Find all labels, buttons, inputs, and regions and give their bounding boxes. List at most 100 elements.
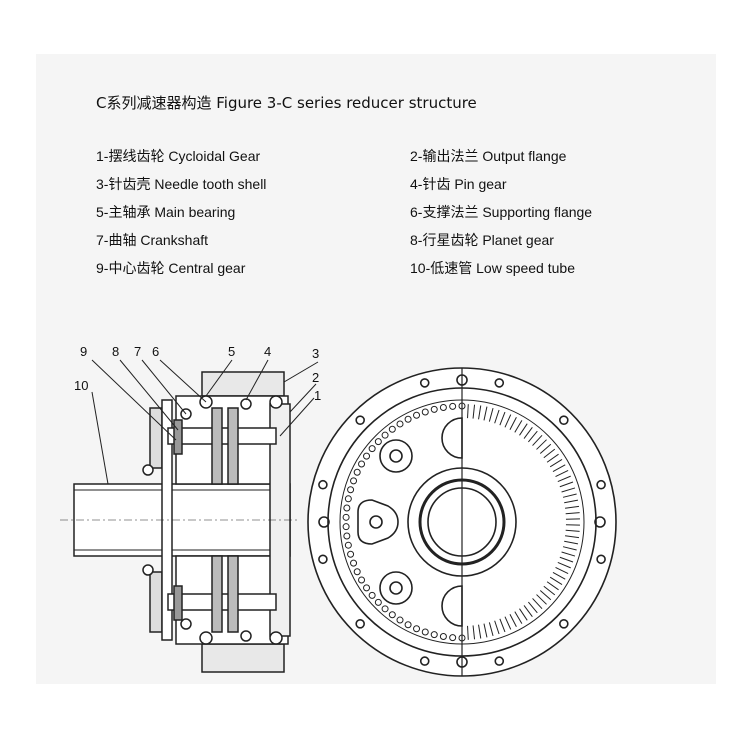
cycloidal-gear-teeth — [461, 404, 580, 640]
pin — [353, 568, 361, 576]
pin-gear-ring — [342, 402, 466, 642]
callout-9: 9 — [80, 344, 87, 359]
gear-tooth — [467, 625, 469, 640]
legend-item-5: 5-主轴承 Main bearing — [96, 204, 236, 220]
gear-tooth — [483, 623, 488, 638]
callout-10: 10 — [74, 378, 88, 393]
gear-tooth — [549, 458, 563, 468]
gear-tooth — [467, 404, 469, 419]
legend-item-3: 3-针齿壳 Needle tooth shell — [96, 176, 267, 192]
callout-7: 7 — [134, 344, 141, 359]
bolt-hole — [559, 415, 569, 425]
gear-tooth — [532, 434, 543, 446]
legend-item-10: 10-低速管 Low speed tube — [410, 260, 575, 276]
gear-tooth — [557, 561, 571, 569]
gear-tooth — [565, 529, 580, 532]
pin — [381, 605, 389, 613]
callout-1: 1 — [314, 388, 321, 403]
cycloidal-gear — [211, 407, 223, 485]
gear-tooth — [472, 404, 476, 419]
pin — [439, 404, 447, 412]
gear-tooth — [504, 616, 512, 630]
pin — [344, 495, 352, 503]
gear-tooth — [543, 448, 556, 459]
legend-item-6: 6-支撑法兰 Supporting flange — [410, 204, 593, 220]
gear-tooth — [543, 585, 556, 596]
gear-tooth — [561, 487, 576, 493]
pin — [342, 523, 350, 531]
gear-tooth — [494, 409, 500, 424]
gear-tooth — [552, 571, 566, 580]
gear-tooth — [562, 493, 577, 498]
gear-tooth — [499, 411, 506, 426]
planet-gear — [173, 419, 183, 455]
gear-tooth — [527, 601, 538, 614]
callout-4: 4 — [264, 344, 271, 359]
gear-tooth — [472, 625, 476, 640]
gear-tooth — [509, 614, 517, 627]
gear-tooth — [488, 408, 494, 422]
pin — [413, 625, 421, 633]
pin — [413, 411, 421, 419]
bolt-hole — [596, 554, 606, 565]
gear-tooth — [552, 464, 566, 473]
callout-3: 3 — [312, 346, 319, 361]
gear-tooth — [565, 505, 580, 509]
callout-2: 2 — [312, 370, 319, 385]
bolt-hole — [318, 479, 328, 490]
pin — [430, 631, 438, 639]
pin — [344, 541, 352, 549]
pin — [342, 513, 350, 521]
callout-5: 5 — [228, 344, 235, 359]
bolt-hole — [355, 415, 365, 425]
housing-bolt-holes — [318, 378, 606, 666]
pin — [353, 468, 361, 476]
pin — [449, 402, 457, 410]
legend-item-2: 2-输出法兰 Output flange — [410, 148, 567, 164]
gear-tooth — [523, 605, 533, 618]
pin — [388, 425, 396, 433]
leader-lines — [91, 359, 319, 485]
bolt-hole — [419, 378, 430, 388]
pin — [350, 477, 358, 485]
pin — [396, 420, 404, 428]
needle-tooth-shell — [201, 371, 285, 397]
legend-item-4: 4-针齿 Pin gear — [410, 176, 507, 192]
pin — [381, 431, 389, 439]
gear-tooth — [527, 430, 538, 443]
pin — [368, 591, 376, 599]
gear-tooth — [539, 590, 552, 601]
pin — [358, 576, 366, 584]
pin — [343, 504, 351, 512]
pin — [388, 611, 396, 619]
gear-tooth — [539, 443, 552, 454]
legend-item-9: 9-中心齿轮 Central gear — [96, 260, 246, 276]
pin — [347, 486, 355, 494]
callout-6: 6 — [152, 344, 159, 359]
gear-tooth — [483, 406, 488, 421]
pin — [430, 405, 438, 413]
gear-tooth — [546, 453, 559, 463]
gear-tooth — [494, 620, 500, 635]
pin — [363, 452, 371, 460]
pin — [421, 628, 429, 636]
bolt-hole — [318, 554, 328, 565]
bolt-hole — [559, 619, 569, 629]
bolt-hole — [494, 656, 505, 666]
gear-tooth — [536, 439, 547, 450]
gear-tooth — [478, 405, 482, 420]
callout-8: 8 — [112, 344, 119, 359]
gear-tooth — [514, 420, 523, 433]
front-view — [307, 367, 617, 677]
pin — [404, 621, 412, 629]
legend-item-1: 1-摆线齿轮 Cycloidal Gear — [96, 148, 261, 164]
gear-tooth — [555, 567, 569, 575]
bolt-hole — [419, 656, 430, 666]
gear-tooth — [564, 499, 579, 504]
gear-tooth — [555, 469, 569, 477]
pin — [374, 598, 382, 606]
gear-tooth — [559, 556, 574, 563]
pin — [449, 634, 457, 642]
gear-tooth — [504, 414, 512, 428]
pin — [421, 408, 429, 416]
